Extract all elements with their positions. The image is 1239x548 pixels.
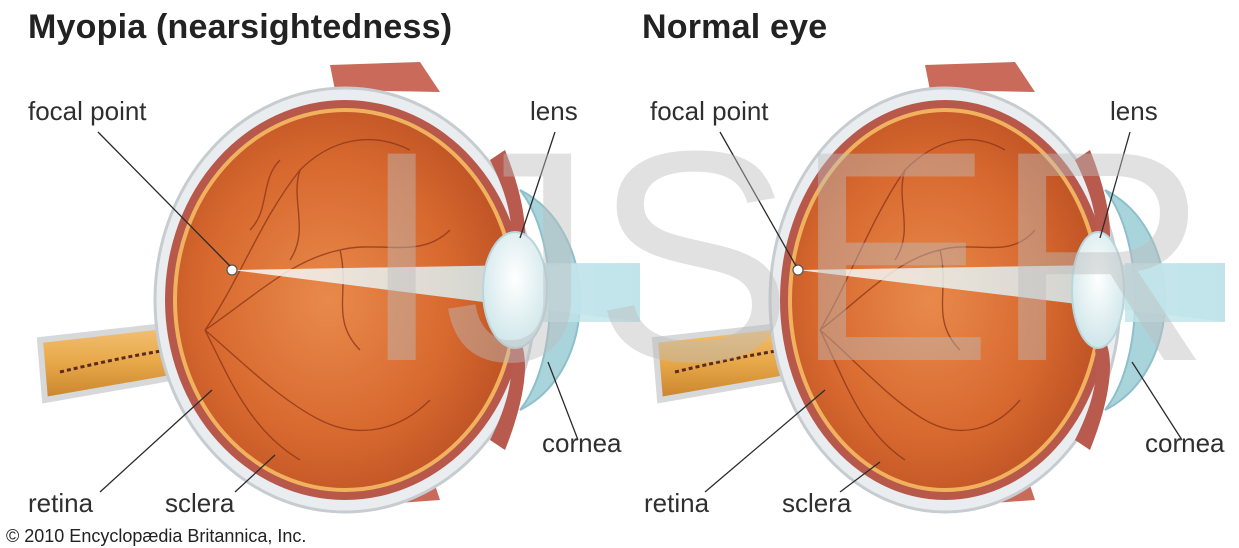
watermark-text: IJSER [360, 88, 1210, 424]
normal-focal-point-label: focal point [650, 96, 769, 127]
myopia-sclera-label: sclera [165, 488, 234, 519]
myopia-cornea-label: cornea [542, 428, 622, 459]
myopia-lens-label: lens [530, 96, 578, 127]
myopia-title: Myopia (nearsightedness) [28, 8, 452, 47]
normal-retina-label: retina [644, 488, 709, 519]
myopia-focal-point-label: focal point [28, 96, 147, 127]
myopia-retina-label: retina [28, 488, 93, 519]
focal-point-marker [227, 265, 237, 275]
normal-sclera-label: sclera [782, 488, 851, 519]
copyright-notice: © 2010 Encyclopædia Britannica, Inc. [6, 526, 306, 547]
normal-cornea-label: cornea [1145, 428, 1225, 459]
normal-eye-title: Normal eye [642, 8, 827, 47]
normal-lens-label: lens [1110, 96, 1158, 127]
